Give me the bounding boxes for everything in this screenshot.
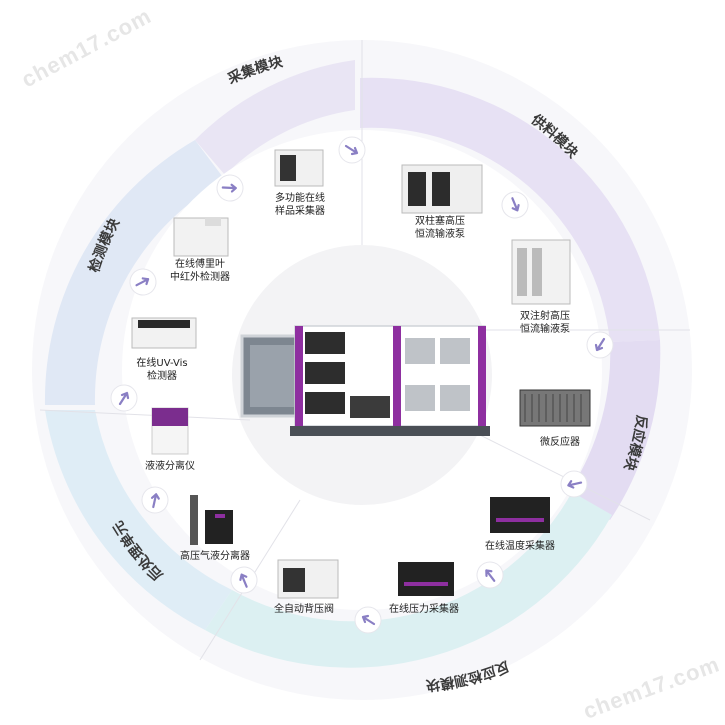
band-react — [570, 340, 661, 520]
uv-vis-image — [131, 317, 197, 349]
label-ftir: 在线傅里叶 中红外检测器 — [170, 259, 230, 283]
label-pressure-collector: 在线压力采集器 — [389, 604, 459, 615]
temp-collector-image — [490, 497, 550, 533]
flow-arrow-icon — [110, 384, 138, 412]
band-detect — [44, 140, 226, 405]
pressure-collector-image — [398, 562, 454, 596]
label-dual-plunger-pump: 双柱塞高压 恒流输液泵 — [415, 216, 465, 240]
flow-arrow-icon — [216, 174, 244, 202]
label-uv-vis: 在线UV-Vis 检测器 — [136, 358, 188, 382]
label-dual-syringe-pump: 双注射高压 恒流输液泵 — [520, 311, 570, 335]
flow-arrow-icon — [354, 606, 382, 634]
dual-syringe-pump-image — [511, 239, 571, 305]
label-back-pressure-valve: 全自动背压阀 — [274, 604, 334, 615]
flow-arrow-icon — [141, 486, 169, 514]
label-micro-reactor: 微反应器 — [540, 437, 580, 448]
flow-arrow-icon — [230, 566, 258, 594]
multi-collector-image — [274, 149, 324, 187]
micro-reactor-image — [519, 389, 591, 427]
flow-arrow-icon — [501, 191, 529, 219]
flow-arrow-icon — [560, 470, 588, 498]
liquid-separator-image — [151, 407, 189, 455]
flow-arrow-icon — [129, 268, 157, 296]
back-pressure-valve-image — [277, 559, 339, 599]
flow-arrow-icon — [586, 331, 614, 359]
central-system-image — [240, 325, 490, 436]
band-feed — [360, 77, 660, 343]
band-post — [45, 410, 232, 630]
label-multi-collector: 多功能在线 样品采集器 — [275, 193, 325, 217]
flow-arrow-icon — [338, 136, 366, 164]
dual-plunger-pump-image — [401, 164, 483, 214]
band-collect — [195, 60, 355, 175]
ftir-image — [173, 217, 229, 257]
label-temp-collector: 在线温度采集器 — [485, 541, 555, 552]
flow-arrow-icon — [476, 561, 504, 589]
band-monitor — [205, 492, 612, 668]
label-liquid-separator: 液液分离仪 — [145, 461, 195, 472]
gas-liquid-separator-image — [190, 495, 233, 545]
label-gas-liquid-separator: 高压气液分离器 — [180, 551, 250, 562]
